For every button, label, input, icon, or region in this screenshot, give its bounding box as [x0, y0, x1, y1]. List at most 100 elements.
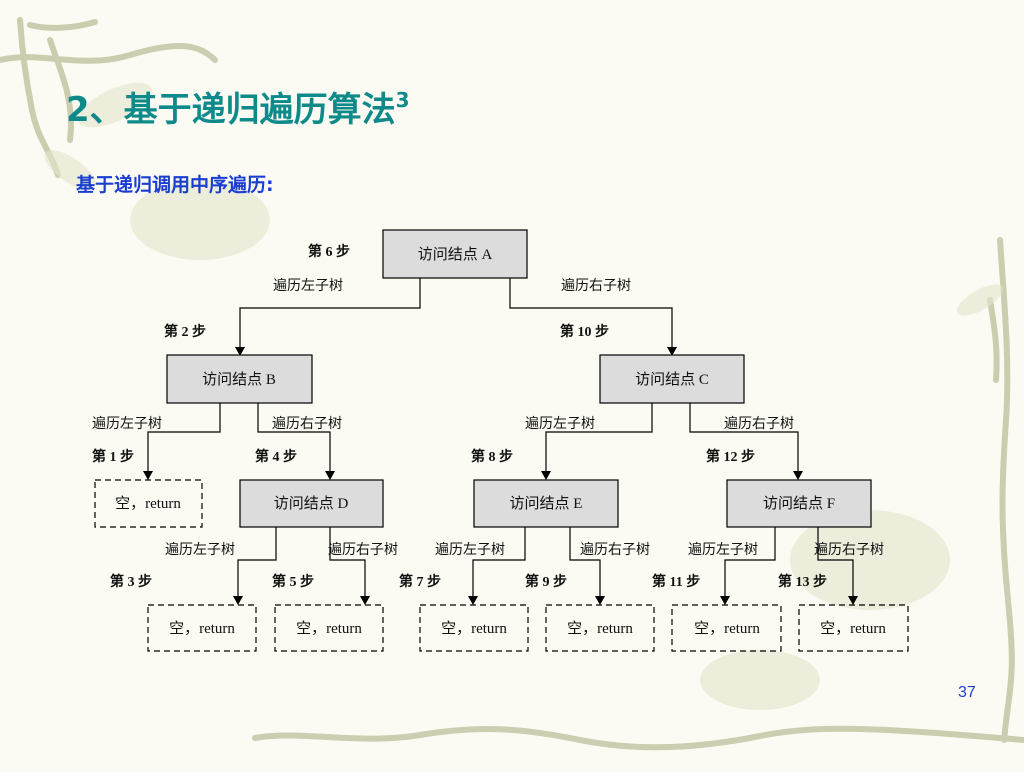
- arrowhead-f: [793, 471, 803, 480]
- edge-labels: 遍历左子树 遍历右子树 遍历左子树 遍历右子树 遍历左子树 遍历右子树 遍历左子…: [92, 278, 884, 558]
- edge-label-e-right: 遍历右子树: [580, 542, 650, 558]
- step-label-dr: 第 5 步: [272, 573, 314, 590]
- null-node-dr: 空，return: [274, 604, 384, 652]
- step-label-fr: 第 13 步: [778, 573, 827, 590]
- arrowhead-dl: [233, 596, 243, 605]
- null-node-fr: 空，return: [798, 604, 909, 652]
- null-node-el: 空，return: [419, 604, 529, 652]
- arrowhead-b: [235, 347, 245, 356]
- node-f: 访问结点 F: [726, 479, 872, 528]
- step-label-d: 第 4 步: [255, 448, 297, 465]
- step-label-f: 第 12 步: [706, 448, 755, 465]
- arrowhead-fl: [720, 596, 730, 605]
- arrowhead-c: [667, 347, 677, 356]
- step-label-c: 第 10 步: [560, 323, 609, 340]
- arrowhead-fr: [848, 596, 858, 605]
- edge-b-bl: [147, 403, 221, 478]
- slide-title-text: 2、基于递归遍历算法: [66, 90, 396, 130]
- null-node-er-box: [545, 604, 655, 652]
- edge-label-d-right: 遍历右子树: [328, 542, 398, 558]
- null-node-dl-box: [147, 604, 257, 652]
- null-node-er-label: 空，return: [567, 620, 633, 637]
- node-e: 访问结点 E: [473, 479, 619, 528]
- edge-label-f-right: 遍历右子树: [814, 542, 884, 558]
- node-b-box: [166, 354, 313, 404]
- null-node-bl-box: [94, 479, 203, 528]
- edge-label-b-right: 遍历右子树: [272, 416, 342, 432]
- edge-c-e: [545, 403, 653, 478]
- edge-d-dl: [237, 527, 277, 603]
- edge-d-dr: [329, 527, 366, 603]
- edge-label-d-left: 遍历左子树: [165, 542, 235, 558]
- node-a: 访问结点 A: [382, 229, 528, 279]
- node-b-label: 访问结点 B: [202, 371, 276, 388]
- edge-c-f: [689, 403, 799, 478]
- node-d-box: [239, 479, 384, 528]
- arrowhead-er: [595, 596, 605, 605]
- edge-e-el: [472, 527, 526, 603]
- node-c: 访问结点 C: [599, 354, 745, 404]
- edge-a-c: [509, 278, 673, 354]
- slide-title-sup: 3: [395, 88, 410, 112]
- null-node-bl: 空，return: [94, 479, 203, 528]
- step-labels: 第 6 步 第 2 步 第 10 步 第 1 步 第 4 步 第 8 步 第 1…: [92, 243, 827, 590]
- step-label-bl: 第 1 步: [92, 448, 134, 465]
- step-label-fl: 第 11 步: [652, 573, 700, 590]
- edge-b-d: [257, 403, 331, 478]
- node-f-label: 访问结点 F: [763, 495, 835, 512]
- edge-label-f-left: 遍历左子树: [688, 542, 758, 558]
- step-label-dl: 第 3 步: [110, 573, 152, 590]
- edge-f-fl: [724, 527, 776, 603]
- node-e-label: 访问结点 E: [510, 495, 583, 512]
- step-label-a: 第 6 步: [308, 243, 350, 260]
- edge-label-c-left: 遍历左子树: [525, 416, 595, 432]
- node-f-box: [726, 479, 872, 528]
- null-node-dr-label: 空，return: [296, 620, 362, 637]
- edge-label-a-left: 遍历左子树: [273, 278, 343, 294]
- node-c-label: 访问结点 C: [635, 371, 709, 388]
- node-c-box: [599, 354, 745, 404]
- edge-e-er: [569, 527, 601, 603]
- null-node-bl-label: 空，return: [115, 495, 181, 512]
- null-node-dl-label: 空，return: [169, 620, 235, 637]
- page-number: 37: [958, 684, 976, 701]
- node-a-label: 访问结点 A: [418, 246, 493, 263]
- node-d-label: 访问结点 D: [274, 495, 349, 512]
- null-node-fl-label: 空，return: [694, 620, 760, 637]
- arrowhead-e: [541, 471, 551, 480]
- null-node-fl: 空，return: [671, 604, 782, 652]
- edge-label-c-right: 遍历右子树: [724, 416, 794, 432]
- arrowhead-el: [468, 596, 478, 605]
- node-e-box: [473, 479, 619, 528]
- arrowheads: [143, 347, 858, 605]
- step-label-e: 第 8 步: [471, 448, 513, 465]
- null-node-dl: 空，return: [147, 604, 257, 652]
- node-a-box: [382, 229, 528, 279]
- arrowhead-d: [325, 471, 335, 480]
- node-b: 访问结点 B: [166, 354, 313, 404]
- arrowhead-dr: [360, 596, 370, 605]
- null-node-er: 空，return: [545, 604, 655, 652]
- edge-f-fr: [817, 527, 854, 603]
- step-label-el: 第 7 步: [399, 573, 441, 590]
- step-label-b: 第 2 步: [164, 323, 206, 340]
- null-node-fr-label: 空，return: [820, 620, 886, 637]
- null-node-fr-box: [798, 604, 909, 652]
- step-label-er: 第 9 步: [525, 573, 567, 590]
- edge-label-b-left: 遍历左子树: [92, 416, 162, 432]
- edge-label-e-left: 遍历左子树: [435, 542, 505, 558]
- null-node-dr-box: [274, 604, 384, 652]
- connectors: [147, 278, 854, 603]
- slide-title: 2、基于递归遍历算法3: [66, 82, 410, 131]
- edge-label-a-right: 遍历右子树: [561, 278, 631, 294]
- null-node-el-box: [419, 604, 529, 652]
- node-d: 访问结点 D: [239, 479, 384, 528]
- arrowhead-bl: [143, 471, 153, 480]
- edge-a-b: [239, 278, 421, 354]
- null-node-fl-box: [671, 604, 782, 652]
- slide-subtitle: 基于递归调用中序遍历:: [76, 174, 274, 196]
- null-node-el-label: 空，return: [441, 620, 507, 637]
